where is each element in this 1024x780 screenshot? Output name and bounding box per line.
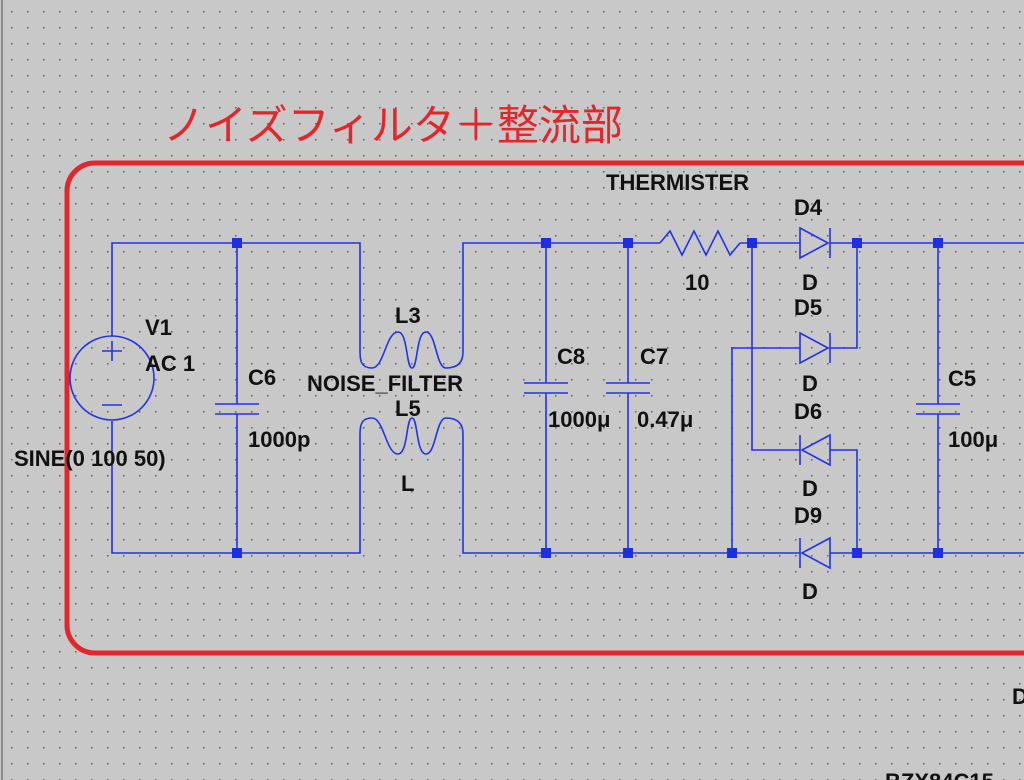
wire-top-mid	[462, 242, 660, 352]
d5-value-label[interactable]: D	[802, 371, 818, 396]
d4-value-label[interactable]: D	[802, 270, 818, 295]
wire-d6-out	[830, 449, 858, 553]
d5-ref-label[interactable]: D5	[794, 295, 822, 320]
c8-value-label[interactable]: 1000μ	[548, 407, 610, 432]
v1-ref-label[interactable]: V1	[145, 315, 172, 340]
resistor-icon[interactable]	[659, 229, 741, 257]
wire-bridge-left-a	[751, 243, 800, 451]
c6-value-label[interactable]: 1000p	[248, 427, 310, 452]
diode-icon[interactable]	[799, 536, 831, 570]
capacitor-icon[interactable]	[215, 403, 259, 415]
d9-ref-label[interactable]: D9	[794, 503, 822, 528]
d6-ref-label[interactable]: D6	[794, 399, 822, 424]
thermistor-value-label[interactable]: 10	[685, 270, 709, 295]
l3-ref-label[interactable]: L3	[395, 303, 421, 328]
c6-ref-label[interactable]: C6	[248, 365, 276, 390]
thermistor-ref-label[interactable]: THERMISTER	[606, 170, 749, 195]
capacitor-icon[interactable]	[606, 382, 650, 394]
c5-ref-label[interactable]: C5	[948, 366, 976, 391]
c7-value-label[interactable]: 0.47μ	[637, 407, 693, 432]
d6-value-label[interactable]: D	[802, 476, 818, 501]
wire-bridge-left-b	[731, 347, 800, 553]
d9-value-label[interactable]: D	[802, 579, 818, 604]
cut-off-bottom-label[interactable]: BZX84C15	[885, 769, 994, 780]
cut-off-right-label[interactable]: D	[1012, 684, 1024, 709]
c7-ref-label[interactable]: C7	[640, 344, 668, 369]
l5-ref-label[interactable]: L5	[395, 396, 421, 421]
c8-ref-label[interactable]: C8	[557, 344, 585, 369]
c5-value-label[interactable]: 100μ	[948, 427, 998, 452]
ac-voltage-source-icon[interactable]	[69, 335, 155, 421]
l3-value-label[interactable]: NOISE_FILTER	[307, 371, 463, 396]
annotation-title[interactable]: ノイズフィルタ＋整流部	[163, 101, 623, 150]
l5-value-label[interactable]: L	[401, 471, 414, 496]
v1-value-label[interactable]: AC 1	[145, 351, 195, 376]
d4-ref-label[interactable]: D4	[794, 195, 823, 220]
annotation-box[interactable]	[64, 160, 1024, 656]
wire-d5-out	[830, 243, 858, 349]
inductor-icon[interactable]	[359, 417, 464, 455]
wire-bottom-mid	[462, 434, 800, 554]
capacitor-icon[interactable]	[916, 403, 960, 415]
v1-spice-label[interactable]: SINE(0 100 50)	[14, 446, 166, 471]
diode-icon[interactable]	[799, 226, 831, 260]
junction-nodes	[232, 238, 943, 558]
capacitor-icon[interactable]	[524, 382, 568, 394]
diode-icon[interactable]	[799, 331, 831, 365]
diode-icon[interactable]	[799, 433, 831, 467]
inductor-icon[interactable]	[359, 331, 464, 369]
